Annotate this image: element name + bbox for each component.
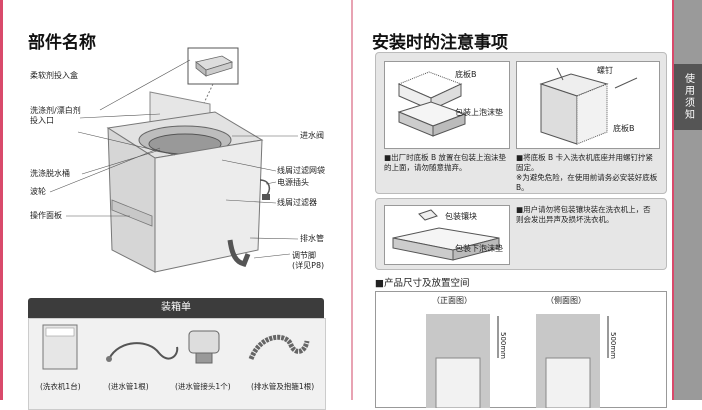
label-foam-bottom: 包装下泡沫垫	[455, 244, 503, 253]
label-detergent-box-2: 投入口	[30, 116, 54, 125]
size-diagram-illustration	[426, 314, 609, 408]
packing-item-drain-hose: (排水管及抱箍1根)	[251, 382, 315, 391]
packing-list-title: 装箱单	[28, 298, 324, 318]
side-dim-label: 500mm	[609, 332, 617, 359]
label-lint-filter: 线屑过滤器	[277, 198, 317, 207]
label-pulsator: 波轮	[30, 187, 46, 196]
label-detergent-box-1: 洗涤剂/漂白剂	[30, 106, 81, 115]
label-board-b: 底板B	[455, 70, 477, 79]
label-softener-box: 柔软剂投入盒	[30, 71, 78, 80]
side-tab[interactable]: 使用须知	[674, 64, 702, 130]
packing-item-hose-connector: (进水管接头1个)	[175, 382, 231, 391]
board-b-install-illustration	[539, 67, 638, 145]
packing-items-illustration	[42, 324, 310, 370]
label-power-plug: 电源插头	[277, 178, 309, 187]
page-divider	[351, 0, 353, 400]
packing-clip-diagram: 包装镶块 包装下泡沫垫	[384, 205, 510, 265]
front-dim-label: 500mm	[499, 332, 507, 359]
board-b-foam-illustration	[397, 71, 467, 137]
packing-item-washer: (洗衣机1台)	[40, 382, 81, 391]
side-view-label: （侧面图）	[546, 296, 586, 305]
note-board-b-warning: ※为避免危险，在使用前请务必安装好底板 B。	[516, 173, 658, 192]
packing-list-body	[28, 318, 326, 410]
size-diagram-box: （正面图） （侧面图） 500mm 500mm	[375, 291, 667, 408]
right-margin-line	[672, 0, 675, 400]
label-foam-top: 包装上泡沫垫	[455, 108, 503, 117]
front-view-label: （正面图）	[432, 296, 472, 305]
label-foot-1: 调节脚	[292, 251, 316, 260]
label-control-panel: 操作面板	[30, 211, 62, 220]
side-index-bar: 使用须知	[674, 0, 702, 400]
label-screw: 螺钉	[597, 66, 613, 75]
size-section-title: ■产品尺寸及放置空间	[375, 278, 470, 289]
label-foot-2: (详见P8)	[292, 261, 325, 270]
washer-illustration	[49, 47, 299, 273]
install-title: 安装时的注意事项	[372, 33, 508, 53]
note-board-b-location: ■出厂时底板 B 放置在包装上泡沫垫的上面，请勿随意抛弃。	[384, 153, 506, 172]
packing-clip-panel: 包装镶块 包装下泡沫垫 ■用户请勿将包装镶块装在洗衣机上，否则会发出异声及损坏洗…	[375, 198, 667, 270]
board-b-foam-diagram: 底板B 包装上泡沫垫	[384, 61, 510, 149]
left-margin-line	[0, 0, 3, 400]
label-board-b-2: 底板B	[613, 124, 635, 133]
label-inlet-valve: 进水阀	[300, 131, 324, 140]
board-b-install-diagram: 螺钉 底板B	[516, 61, 660, 149]
packing-item-inlet-hose: (进水管1根)	[108, 382, 149, 391]
label-drum: 洗涤脱水桶	[30, 169, 70, 178]
label-lint-bag: 线屑过滤网袋	[277, 166, 325, 175]
note-board-b-fix: ■将底板 B 卡入洗衣机底座并用螺钉拧紧固定。	[516, 153, 653, 172]
label-drain-hose: 排水管	[300, 234, 324, 243]
packing-clip-illustration	[392, 209, 500, 261]
note-packing-clip: ■用户请勿将包装镶块装在洗衣机上，否则会发出异声及损坏洗衣机。	[516, 205, 651, 224]
side-tab-label: 使用须知	[682, 73, 694, 121]
parts-title: 部件名称	[28, 33, 96, 53]
base-board-panel: 底板B 包装上泡沫垫 螺钉 底板B ■出厂时底板 B 放置在包装上泡沫垫的上面，…	[375, 52, 667, 194]
label-packing-clip: 包装镶块	[445, 212, 477, 221]
